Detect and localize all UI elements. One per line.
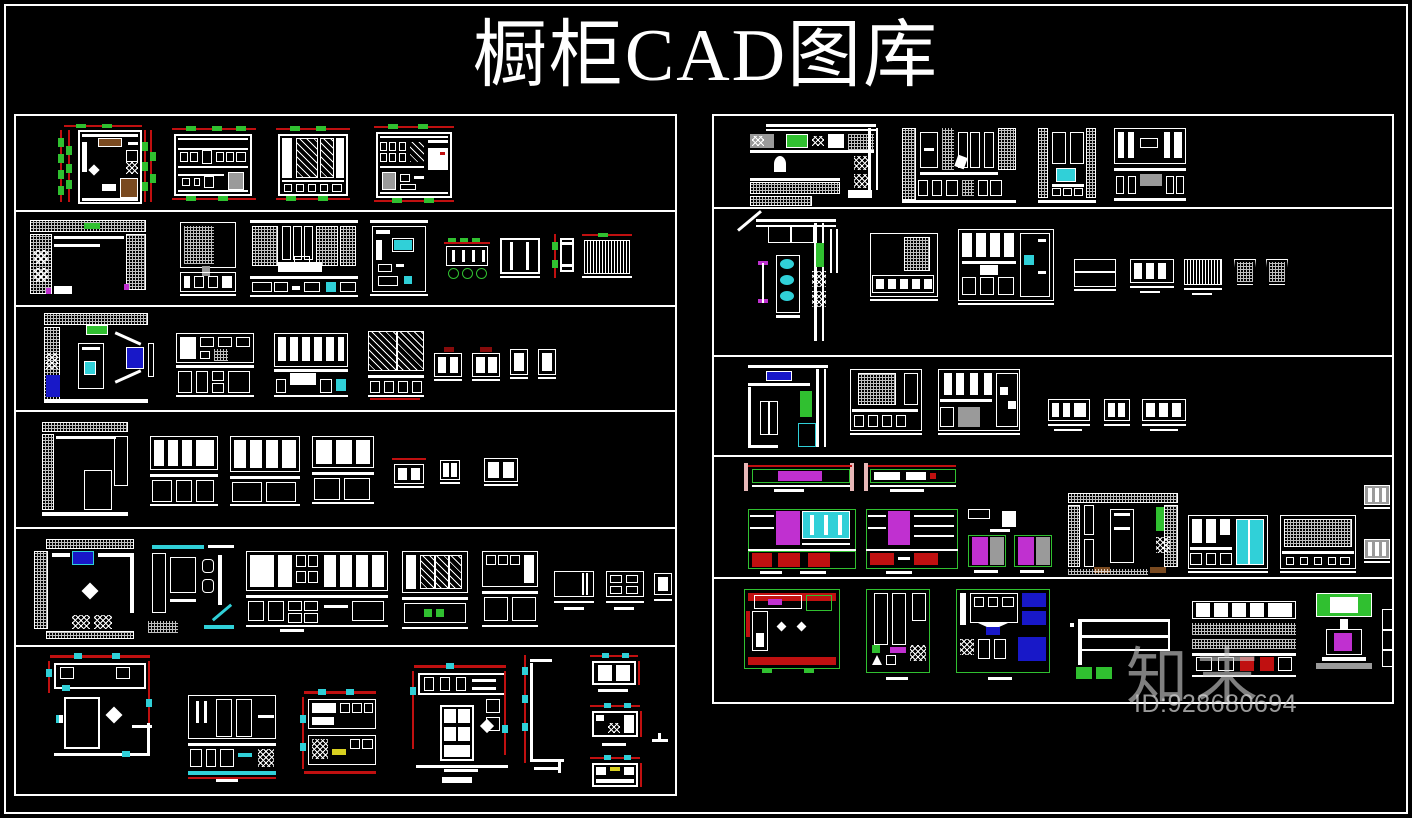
r-drawing-color-elev-4 <box>866 509 962 575</box>
drawing-detail-appliance-3 <box>510 349 532 381</box>
drawing-detail-11 <box>588 653 648 695</box>
r-drawing-elev-portal <box>1070 615 1176 683</box>
r-drawing-elevation-4 <box>870 233 942 307</box>
r-drawing-detail-6 <box>1048 399 1096 437</box>
drawing-detail-12 <box>588 703 650 751</box>
drawing-plan-angled <box>34 313 160 405</box>
r-drawing-plan-red <box>744 589 846 675</box>
drawing-elevation-13 <box>402 551 472 633</box>
drawing-elevation-11 <box>312 436 378 510</box>
drawing-elevation-3 <box>366 124 466 206</box>
r-drawing-detail-col <box>1382 609 1392 679</box>
r-drawing-color-elev-7 <box>1280 515 1360 575</box>
drawing-detail-9 <box>606 571 648 615</box>
r-drawing-elevation-1 <box>902 128 1020 206</box>
drawing-plan-4 <box>148 545 238 637</box>
drawing-detail-appliance-1 <box>434 347 466 381</box>
drawing-detail-7 <box>484 458 522 494</box>
r-drawing-color-plan-1 <box>1064 493 1182 575</box>
right-row-5 <box>714 579 1392 702</box>
r-drawing-color-detail-2 <box>1364 539 1392 575</box>
r-drawing-detail-2 <box>1130 259 1178 299</box>
drawing-detail-appliance-4 <box>538 349 560 381</box>
drawing-elevation-7 <box>176 333 258 399</box>
left-row-1 <box>16 116 675 212</box>
drawing-elevation-15 <box>188 695 284 783</box>
r-drawing-elevation-7 <box>938 369 1026 445</box>
drawing-detail-4 <box>582 233 638 282</box>
left-row-3 <box>16 307 675 412</box>
r-drawing-color-elev-3 <box>742 509 860 575</box>
r-drawing-color-elev-6 <box>1188 515 1272 575</box>
drawing-elevation-1 <box>166 126 264 204</box>
drawing-detail-appliance-2 <box>472 347 504 381</box>
drawing-detail-3 <box>550 234 576 282</box>
drawing-detail-14 <box>652 733 674 751</box>
right-sheet-panel <box>712 114 1394 704</box>
drawing-elevation-16 <box>300 689 384 783</box>
r-drawing-detail-3 <box>1184 259 1226 299</box>
drawing-elevation-6 <box>370 220 432 298</box>
drawing-plan-u-shape <box>30 220 150 298</box>
left-row-5 <box>16 529 675 647</box>
drawing-elevation-5 <box>248 220 360 298</box>
page-title: 橱柜CAD图库 <box>472 15 940 97</box>
drawing-detail-13 <box>588 755 650 794</box>
right-row-2 <box>714 209 1392 357</box>
left-row-4 <box>16 412 675 529</box>
drawing-detail-6 <box>440 460 464 492</box>
r-drawing-detail-7 <box>1104 399 1134 437</box>
drawing-detail-5 <box>392 458 430 494</box>
drawing-plan-3 <box>34 539 144 639</box>
r-drawing-color-elev-1 <box>744 463 856 493</box>
r-drawing-elevation-6 <box>850 369 928 445</box>
drawing-detail-10 <box>654 573 675 613</box>
drawing-plan-6 <box>398 663 526 785</box>
drawing-elevation-12 <box>246 551 392 633</box>
drawing-elevation-8 <box>274 333 352 399</box>
right-row-4 <box>714 457 1392 579</box>
r-drawing-color-detail-1 <box>1364 485 1392 521</box>
drawing-elevation-9 <box>150 436 222 510</box>
right-row-1 <box>714 116 1392 209</box>
drawing-elevation-4 <box>176 222 240 296</box>
r-drawing-detail-4 <box>1234 259 1260 293</box>
r-drawing-color-elev-2 <box>864 463 960 495</box>
right-row-3 <box>714 357 1392 457</box>
r-drawing-detail-8 <box>1142 399 1190 437</box>
r-drawing-plan-l-shape <box>736 120 884 206</box>
r-drawing-elev-watermarked <box>1192 601 1302 683</box>
left-sheet-panel <box>14 114 677 796</box>
r-drawing-plan-u <box>738 365 838 451</box>
drawing-elevation-10 <box>230 436 304 510</box>
drawing-plan-5 <box>34 653 172 781</box>
drawing-plan-2 <box>36 422 136 518</box>
drawing-section-1 <box>514 655 568 779</box>
r-drawing-elevation-2 <box>1038 128 1100 206</box>
drawing-detail-2 <box>500 238 544 280</box>
r-drawing-elev-tall <box>866 589 936 685</box>
r-drawing-plan-island <box>737 210 858 353</box>
drawing-elevation-14 <box>482 551 542 633</box>
left-row-2 <box>16 212 675 307</box>
r-drawing-elev-blue <box>956 589 1056 685</box>
drawing-detail-1 <box>444 238 494 284</box>
r-drawing-detail-1 <box>1074 259 1122 299</box>
drawing-detail-8 <box>554 571 598 615</box>
r-drawing-elevation-3 <box>1114 128 1192 206</box>
drawing-elevation-hatched <box>368 331 430 401</box>
r-drawing-elevation-5 <box>958 229 1060 309</box>
drawing-elevation-2 <box>272 126 358 204</box>
r-drawing-detail-5 <box>1266 259 1292 293</box>
r-drawing-elev-green-top <box>1312 593 1378 685</box>
drawing-plan-kitchen-1 <box>46 122 156 206</box>
r-drawing-color-elev-5 <box>968 509 1058 575</box>
left-row-6 <box>16 647 675 794</box>
